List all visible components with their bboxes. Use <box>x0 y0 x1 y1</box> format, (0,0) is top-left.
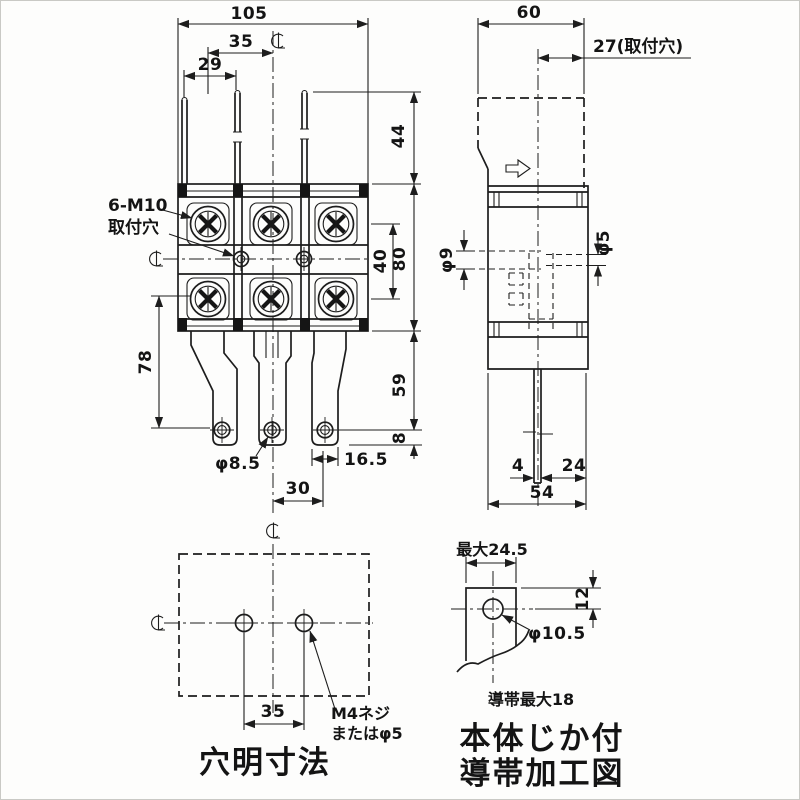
fv-straps <box>190 331 347 446</box>
fv-centerlines <box>149 31 371 539</box>
dim-40: 40 <box>371 249 391 274</box>
dim-conductor-hole: φ10.5 <box>528 624 586 644</box>
dim-16-5: 16.5 <box>344 450 388 470</box>
dim-12: 12 <box>573 587 593 612</box>
centerline-symbol <box>149 249 164 267</box>
centerline-symbol <box>266 521 281 539</box>
dim-strap-thickness: 4 <box>512 456 524 476</box>
dim-59: 59 <box>390 373 410 398</box>
mounting-direction-arrow-icon <box>505 158 531 179</box>
label-terminal-screws: 6-M10 <box>108 196 168 216</box>
dim-pole-pitch: 35 <box>229 32 254 52</box>
dim-max-width: 最大24.5 <box>456 540 527 559</box>
terminal-screw <box>187 203 229 245</box>
dim-24: 24 <box>562 456 587 476</box>
conductor-detail-view: 最大24.5 12 φ10.5 導帯最大18 本体じか付 導帯加工図 <box>451 540 625 792</box>
label-screw-size-line1: M4ネジ <box>331 704 390 723</box>
caption-hole-drilling: 穴明寸法 <box>199 745 331 781</box>
centerline-symbol <box>151 613 166 631</box>
label-mount-hole: 取付穴 <box>108 217 159 238</box>
dim-hole-phi5: φ5 <box>594 230 614 256</box>
drill-hole <box>229 608 259 638</box>
drill-hole <box>289 608 319 638</box>
dim-78: 78 <box>136 350 156 375</box>
terminal-screw <box>250 278 292 320</box>
label-conductor-max: 導帯最大18 <box>488 690 574 709</box>
caption-direct-mount-line1: 本体じか付 <box>460 721 625 757</box>
label-screw-size-line2: またはφ5 <box>331 724 403 743</box>
dim-30: 30 <box>286 479 311 499</box>
dim-hole-phi9: φ9 <box>437 247 457 273</box>
terminal-screw <box>250 203 292 245</box>
caption-direct-mount-line2: 導帯加工図 <box>460 756 625 792</box>
terminal-screw <box>315 278 357 320</box>
dim-overall-width: 105 <box>231 4 268 24</box>
fv-dimensions: 105 35 29 44 80 59 8 40 <box>108 4 422 507</box>
sv-dimensions: 60 27(取付穴) φ9 φ5 4 24 54 <box>437 3 691 510</box>
centerline-symbol <box>271 31 286 49</box>
strap-hole <box>259 416 285 444</box>
hole-drilling-view: 35 M4ネジ またはφ5 穴明寸法 <box>151 544 403 781</box>
dim-8: 8 <box>390 432 410 444</box>
dim-mount-offset: 27(取付穴) <box>593 36 683 57</box>
sv-body <box>469 49 606 509</box>
terminal-screw <box>315 203 357 245</box>
side-view: 60 27(取付穴) φ9 φ5 4 24 54 <box>437 3 691 510</box>
dim-29: 29 <box>198 55 223 75</box>
dim-strap-hole: φ8.5 <box>215 454 260 474</box>
terminal-screw <box>187 278 229 320</box>
dim-hole-pitch: 35 <box>261 702 286 722</box>
dim-54: 54 <box>530 483 555 503</box>
dim-44: 44 <box>389 124 409 149</box>
dim-side-width: 60 <box>517 3 542 23</box>
strap-hole <box>312 416 338 444</box>
front-view: 105 35 29 44 80 59 8 40 <box>108 4 422 539</box>
